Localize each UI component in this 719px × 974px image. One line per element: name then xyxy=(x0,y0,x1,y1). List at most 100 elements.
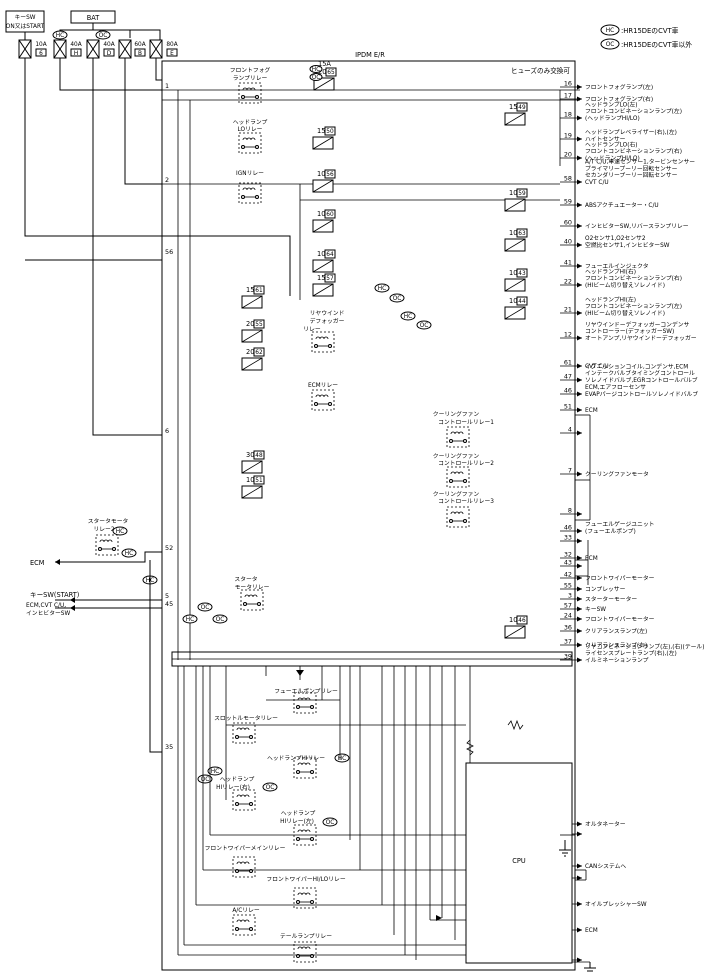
headlamp-hi-relay-label: ヘッドランプHIリレー xyxy=(267,755,325,762)
pin-39-destination: リヤコンビネーションランプ(左),(右)(テール) xyxy=(585,642,704,650)
ecm-relay xyxy=(311,389,335,411)
pin-number: 18 xyxy=(564,111,572,119)
pin-12-destination: リヤウインドーデフォッガーコンデンサ xyxy=(585,320,690,328)
fuse-46-number: 46 xyxy=(518,618,526,624)
svg-text:45: 45 xyxy=(165,600,173,608)
pin-number: 46 xyxy=(564,524,572,532)
fuse-43-rating: 10A xyxy=(509,269,522,277)
pin-number: 58 xyxy=(564,175,572,183)
pin-57: 57 キーSW xyxy=(560,602,606,613)
fuse-51-rating: 10A xyxy=(246,476,259,484)
internal-wiring xyxy=(177,666,524,960)
headlamp-hi-r-relay xyxy=(232,789,256,811)
rear-defog-relay-label-2: デフォッガー xyxy=(310,317,345,325)
pin-57-destination: キーSW xyxy=(585,607,606,613)
throttle-relay-label: スロットルモータリレー xyxy=(214,714,278,722)
pin-number: 36 xyxy=(564,624,572,632)
svg-text:40A: 40A xyxy=(70,42,81,48)
pin-21-destination: フロントコンビネーションランプ(左) xyxy=(585,302,682,310)
starter-relay xyxy=(240,589,264,611)
legend-oc-text: :HR15DEのCVT車以外 xyxy=(621,40,692,49)
svg-text:OC: OC xyxy=(99,33,108,39)
pin-number: 33 xyxy=(564,534,572,542)
legend-oc-tag xyxy=(600,38,620,50)
svg-text:OC: OC xyxy=(266,785,275,791)
pin-number: 51 xyxy=(564,403,572,411)
ground-symbol-2 xyxy=(584,962,596,972)
svg-text:HC: HC xyxy=(312,67,320,73)
svg-text:H: H xyxy=(74,51,78,57)
oc-tag xyxy=(95,30,111,40)
front-fog-relay xyxy=(238,82,262,104)
cooling-relay2-label-2: コントロールリレー2 xyxy=(438,460,494,467)
pin-58-destination: セカンダリープーリー回転センサー xyxy=(585,171,678,179)
fuse-48-rating: 30A xyxy=(246,451,259,459)
pin-23-destination: オイルプレッシャーSW xyxy=(585,901,647,908)
fuse-48-number: 48 xyxy=(255,453,263,459)
fuse-61-rating: 15A xyxy=(246,286,259,294)
fuse-62-number: 62 xyxy=(255,350,263,356)
battery-source: BAT xyxy=(70,10,116,24)
fuse-57-number: 57 xyxy=(326,276,334,282)
fuse-43-number: 43 xyxy=(518,271,526,277)
fuse-63-number: 63 xyxy=(518,231,526,237)
battery-label: BAT xyxy=(87,14,101,22)
pin-number: 37 xyxy=(564,638,572,646)
pin-3-destination: スターターモーター xyxy=(585,595,637,603)
svg-text:HC: HC xyxy=(404,314,412,320)
pin-number: 55 xyxy=(564,582,572,590)
wiper-main-relay xyxy=(232,856,256,878)
pin-number: 47 xyxy=(564,373,572,381)
fuse-63-rating: 10A xyxy=(509,229,522,237)
svg-text:D: D xyxy=(107,51,112,57)
svg-text:HC: HC xyxy=(606,28,614,34)
svg-text:1: 1 xyxy=(165,82,169,90)
fusible-links: 10A 6 40A H 40A D 60A B 80A E xyxy=(18,39,178,59)
fuse-44-number: 44 xyxy=(518,299,526,305)
pin-18-destination: フロントコンビネーションランプ(左) xyxy=(585,107,682,115)
pin-39-destination: ライセンスプレートランプ(右),(左) xyxy=(585,649,677,657)
svg-text:HC: HC xyxy=(338,756,346,762)
pin-58-destination: CVT C/U xyxy=(585,180,609,186)
fuel-pump-relay xyxy=(293,692,317,714)
fuse-60-number: 60 xyxy=(326,212,334,218)
pin-12: 12リヤウインドーデフォッガーコンデンサコントローラー(デフォッガーSW)オート… xyxy=(560,320,697,342)
starter-relay-label-2: モータリレー xyxy=(235,583,270,591)
wiper-main-relay-label: フロントワイパーメインリレー xyxy=(205,845,286,852)
pin-number: 7 xyxy=(568,467,572,475)
fuse-51-number: 51 xyxy=(255,478,263,484)
pin-12-destination: コントローラー(デフォッガーSW) xyxy=(585,327,674,335)
pin-number: 43 xyxy=(564,559,572,567)
pin-23: 23オイルプレッシャーSW xyxy=(560,897,647,908)
rear-defog-relay-label-1: リヤウインド xyxy=(310,309,345,317)
starter-motor-relay2-label-1: スタータモータ xyxy=(88,517,129,525)
svg-text:HC: HC xyxy=(186,617,194,623)
fuse-65-rating: 15A xyxy=(318,60,331,68)
pin-30-destination: オルタネーター xyxy=(585,820,626,828)
right-connector-pins: 16フロントフォグランプ(左)17フロントフォグランプ(右)18ヘッドランプLO… xyxy=(560,80,704,963)
svg-text:B: B xyxy=(138,51,142,57)
svg-text:10A: 10A xyxy=(35,42,46,48)
pin-number: 57 xyxy=(564,602,572,610)
pin-number: 8 xyxy=(568,507,572,515)
ipdm-frame xyxy=(161,60,576,971)
wiper-hilo-relay-label: フロントワイパーHI/LOリレー xyxy=(266,876,345,883)
relay-labels: フロントフォグ ランプリレー ヘッドランプ LOリレー IGNリレー リヤウイン… xyxy=(88,66,495,940)
pin-number: 19 xyxy=(564,132,572,140)
pin-7-destination: クーリングファンモータ xyxy=(585,470,649,478)
svg-text:OC: OC xyxy=(393,296,402,302)
key-sw-label: キーSW xyxy=(14,15,35,21)
headlamp-lo-relay-label-2: LOリレー xyxy=(238,127,263,133)
